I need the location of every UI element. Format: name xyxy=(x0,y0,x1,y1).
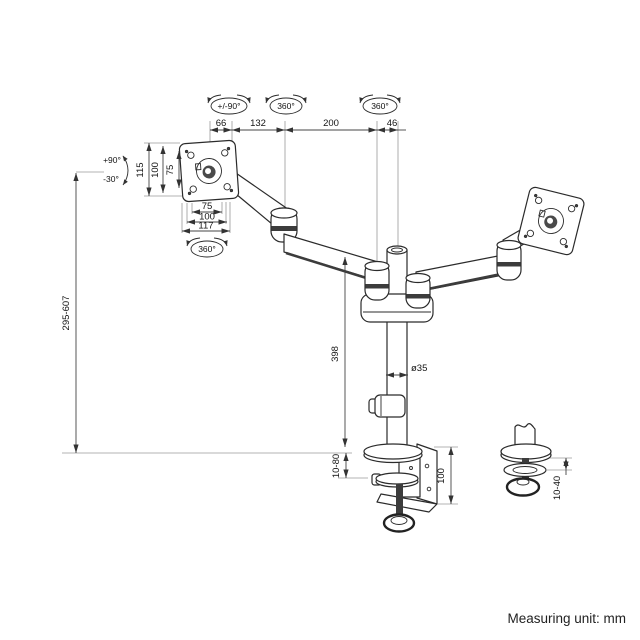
dim-height-range-label: 295-607 xyxy=(61,296,72,331)
grommet-dimension: 10-40 xyxy=(552,458,569,500)
clamp-top-plate xyxy=(363,443,423,460)
dim-46-label: 46 xyxy=(387,118,398,129)
dim-75v-label: 75 xyxy=(165,165,176,176)
measuring-unit-note: Measuring unit: mm xyxy=(507,611,626,626)
vesa-rotation-label: 360° xyxy=(198,244,216,254)
grommet-ring xyxy=(503,462,547,478)
tilt-down-label: -30° xyxy=(103,174,119,184)
swivel-callout: +/-90° xyxy=(207,94,251,115)
dim-132-label: 132 xyxy=(250,118,266,129)
dim-398-label: 398 xyxy=(330,346,341,362)
dim-75h-label: 75 xyxy=(202,201,213,212)
grommet-mount-detail xyxy=(500,423,552,497)
vesa-rotation-callout: 360° xyxy=(186,237,228,258)
clamp-knob xyxy=(382,513,416,533)
dim-100v-label: 100 xyxy=(150,162,161,178)
left-joint-rotation-callout: 360° xyxy=(265,94,307,115)
height-range-dimension: 295-607 xyxy=(61,173,79,453)
swivel-label: +/-90° xyxy=(217,101,240,111)
pole-rotation-callout: 360° xyxy=(359,94,401,115)
clamp-sliding-pad xyxy=(375,472,419,485)
pole-stub-break-line xyxy=(514,423,536,449)
dim-10-80-label: 10-80 xyxy=(331,454,342,478)
right-hub-joint xyxy=(405,272,431,309)
dim-clamp-100-label: 100 xyxy=(436,468,447,484)
dim-10-40-label: 10-40 xyxy=(552,476,563,500)
top-dimension-row: 66 132 200 46 xyxy=(210,118,406,133)
pole-diameter-dimension: ø35 xyxy=(386,363,427,378)
clamp-threaded-rod xyxy=(396,484,403,519)
cable-clip xyxy=(368,394,406,418)
dim-200-label: 200 xyxy=(323,118,339,129)
dim-117-label: 117 xyxy=(198,221,213,232)
support-pole xyxy=(386,245,408,449)
tilt-up-label: +90° xyxy=(103,155,121,165)
dim-diameter-label: ø35 xyxy=(411,363,427,374)
grommet-top-disc xyxy=(500,443,552,460)
dim-115-label: 115 xyxy=(135,162,146,177)
dim-100h-label: 100 xyxy=(199,212,215,223)
plate-vertical-dimensions: 115 100 75 xyxy=(135,143,182,196)
grommet-knob xyxy=(505,477,541,497)
clamp-dimensions: 10-80 100 xyxy=(331,447,454,504)
left-vesa-plate xyxy=(178,139,240,203)
plate-horizontal-dimensions: 75 100 117 xyxy=(182,201,230,234)
rotation-callouts: +/-90° 360° 360° 360° xyxy=(186,94,401,258)
left-hub-joint xyxy=(364,260,390,301)
left-joint-rotation-label: 360° xyxy=(277,101,295,111)
pole-rotation-label: 360° xyxy=(371,101,389,111)
dim-66-label: 66 xyxy=(216,118,227,129)
tilt-callout: +90° -30° xyxy=(103,155,129,186)
desk-clamp xyxy=(363,443,438,533)
right-vesa-plate xyxy=(517,186,585,256)
pole-length-dimension: 398 xyxy=(330,257,348,447)
